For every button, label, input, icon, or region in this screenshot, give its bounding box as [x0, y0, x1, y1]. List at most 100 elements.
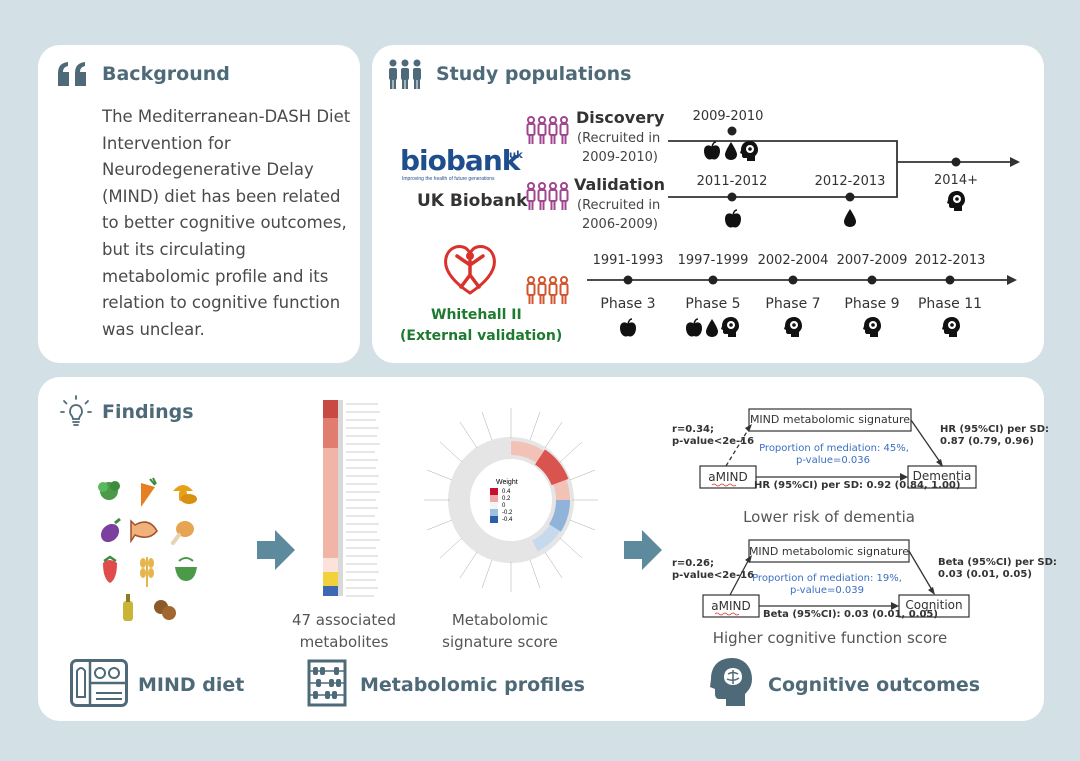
- cognition-caption: Higher cognitive function score: [712, 629, 948, 647]
- wheat-icon: [140, 557, 154, 587]
- ukbiobank-name: UK Biobank: [417, 191, 528, 211]
- lightbulb-icon: [60, 395, 92, 426]
- legend-tick: 0.4: [502, 489, 511, 495]
- dementia-caption: Lower risk of dementia: [743, 508, 915, 526]
- quote-icon: [58, 62, 86, 86]
- metabolites-heatmap: [323, 400, 380, 597]
- metabolites-label-line1: 47 associated: [291, 611, 397, 629]
- brain-head-icon: [784, 317, 802, 337]
- wh-phase-3: Phase 7: [765, 296, 821, 312]
- chicken-leg-icon: [171, 521, 194, 545]
- ukb-dot-2009: [727, 126, 737, 136]
- ukb-year-2: 2011-2012: [696, 174, 768, 189]
- discovery-people-icon: [526, 116, 569, 144]
- right-arrow-icon: [257, 530, 295, 570]
- ukbiobank-tagline: Improving the health of future generatio…: [402, 176, 495, 182]
- validation-label: Validation: [574, 175, 666, 194]
- brain-head-icon: [710, 658, 752, 706]
- dementia-p: p-value<2e-16: [672, 436, 755, 447]
- food-icons-grid: [98, 477, 197, 621]
- metabolomic-signature-circular-plot: Weight 0.4 0.2 0 -0.2 -0.4: [424, 408, 598, 592]
- metabolomic-profiles-label: Metabolomic profiles: [360, 674, 585, 696]
- dementia-outcome-box: Dementia: [912, 469, 972, 483]
- brain-head-icon: [947, 191, 965, 211]
- apple-icon: [686, 318, 702, 337]
- carrot-icon: [141, 477, 157, 507]
- dementia-mediation-diagram: [699, 408, 977, 489]
- whitehall-heart-logo: [441, 241, 499, 299]
- cognitive-outcomes-label: Cognitive outcomes: [768, 674, 981, 696]
- cognition-mediation-line1: Proportion of mediation: 19%,: [752, 573, 902, 584]
- wh-dot-3: [788, 275, 798, 285]
- cognition-beta-sd-line2: 0.03 (0.01, 0.05): [938, 569, 1032, 580]
- brain-head-icon: [942, 317, 960, 337]
- mushroom-icon: [173, 485, 197, 504]
- nuts-icon: [154, 600, 176, 620]
- brain-head-icon: [721, 317, 739, 337]
- wh-year-4: 2007-2009: [836, 253, 908, 268]
- study-populations-title: Study populations: [436, 63, 632, 85]
- dementia-signature-box: MIND metabolomic signature: [749, 413, 911, 426]
- wh-year-2: 1997-1999: [677, 253, 749, 268]
- discovery-label: Discovery: [576, 108, 665, 127]
- whitehall-people-icon: [526, 276, 569, 304]
- whitehall-timeline: [587, 275, 1017, 285]
- score-label-line1: Metabolomic: [451, 611, 549, 629]
- ukb-dot-2014: [951, 157, 961, 167]
- dementia-hr-sd-line2: 0.87 (0.79, 0.96): [940, 436, 1034, 447]
- bowl-icon: [175, 557, 197, 581]
- dementia-hr-sd-line1: HR (95%CI) per SD:: [940, 424, 1050, 435]
- discovery-recruited-line2: 2009-2010): [582, 150, 658, 165]
- wh-phase-2: Phase 5: [685, 296, 741, 312]
- mind-diet-label: MIND diet: [138, 674, 245, 696]
- abacus-icon: [307, 659, 347, 707]
- apple-icon: [725, 209, 741, 228]
- apple-icon: [620, 318, 636, 337]
- wh-year-1: 1991-1993: [592, 253, 664, 268]
- people-group-icon: [389, 59, 421, 89]
- brain-head-icon: [863, 317, 881, 337]
- legend-tick: 0.2: [502, 496, 511, 502]
- eggplant-icon: [100, 517, 121, 543]
- background-panel: [38, 45, 360, 363]
- wh-year-5: 2012-2013: [914, 253, 986, 268]
- cognition-mediation-diagram: [702, 539, 970, 618]
- fish-icon: [130, 519, 158, 544]
- blood-drop-icon: [844, 209, 856, 227]
- cognition-signature-box: MIND metabolomic signature: [748, 545, 910, 558]
- dementia-r: r=0.34;: [672, 424, 714, 435]
- lunchbox-icon: [70, 659, 128, 707]
- findings-title: Findings: [102, 401, 194, 423]
- legend-tick: 0: [502, 503, 506, 509]
- cognition-mediation-line2: p-value=0.039: [789, 585, 865, 596]
- validation-recruited-line1: (Recruited in: [577, 198, 661, 213]
- dementia-amind-box: aMIND: [708, 470, 748, 484]
- discovery-recruited-line1: (Recruited in: [577, 131, 661, 146]
- ukbiobank-logo-word: biobank: [400, 144, 520, 177]
- cognition-beta-sd-line1: Beta (95%CI) per SD:: [938, 557, 1057, 568]
- blood-drop-icon: [706, 319, 718, 337]
- study-populations-panel: [372, 45, 1044, 363]
- ukb-year-4: 2014+: [934, 173, 978, 188]
- cognition-amind-box: aMIND: [711, 599, 751, 613]
- wh-dot-1: [623, 275, 633, 285]
- score-label-line2: signature score: [442, 633, 558, 651]
- right-arrow-icon: [624, 530, 662, 570]
- cognition-p: p-value<2e-16: [672, 570, 755, 581]
- wh-dot-4: [867, 275, 877, 285]
- wh-year-3: 2002-2004: [757, 253, 829, 268]
- whitehall-name: Whitehall II: [431, 307, 522, 323]
- wh-phase-1: Phase 3: [600, 296, 656, 312]
- cognition-outcome-box: Cognition: [905, 598, 963, 612]
- whitehall-subname: (External validation): [400, 328, 563, 344]
- lettuce-icon: [98, 481, 120, 500]
- ukb-year-1: 2009-2010: [692, 109, 764, 124]
- wh-dot-5: [945, 275, 955, 285]
- cognition-r: r=0.26;: [672, 558, 714, 569]
- validation-people-icon: [526, 182, 569, 210]
- dementia-mediation-line2: p-value=0.036: [795, 455, 871, 466]
- ukbiobank-logo: biobank uk Improving the health of futur…: [400, 144, 523, 186]
- metabolites-label-line2: metabolites: [299, 633, 389, 651]
- ukb-year-3: 2012-2013: [814, 174, 886, 189]
- ukb-dot-2011: [727, 192, 737, 202]
